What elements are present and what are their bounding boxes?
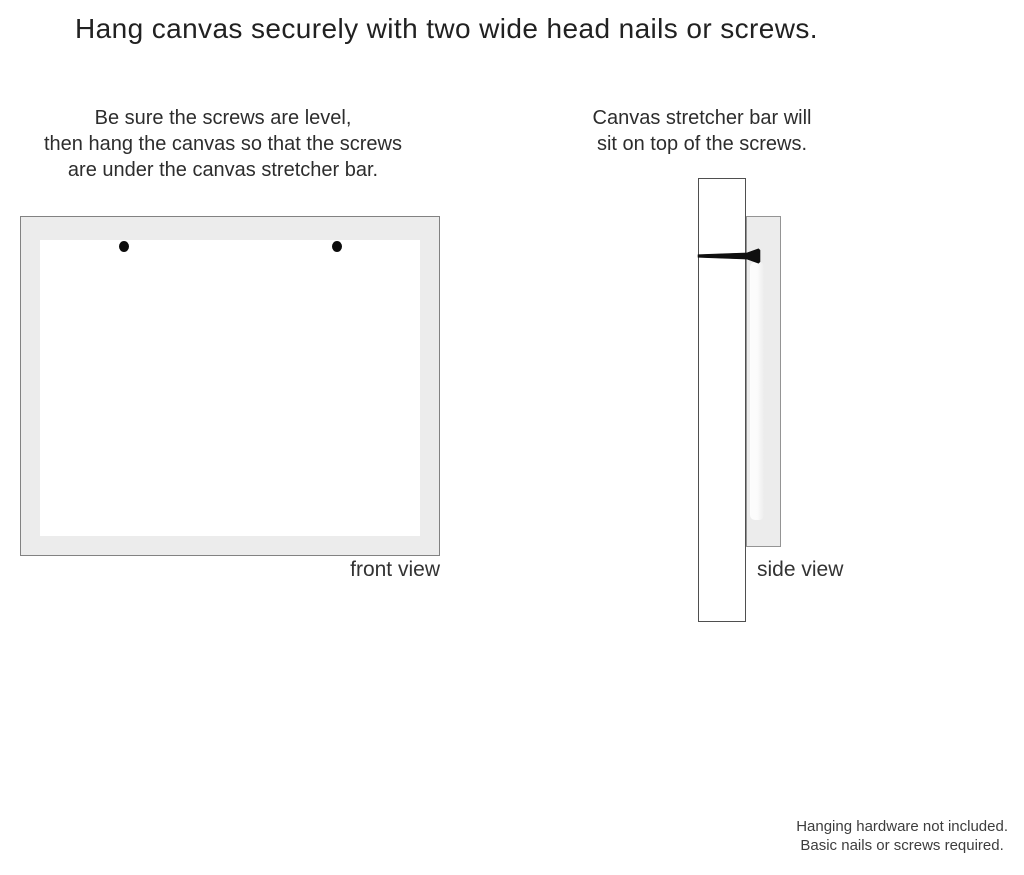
canvas-front-face <box>40 240 420 536</box>
canvas-front-frame <box>20 216 440 556</box>
screw-head-right-icon <box>332 241 342 252</box>
hardware-disclaimer-note: Hanging hardware not included. Basic nai… <box>796 818 1008 854</box>
screw-head-left-icon <box>119 241 129 252</box>
side-view-label: side view <box>757 558 844 581</box>
page-title: Hang canvas securely with two wide head … <box>75 13 818 44</box>
stretcher-bar-side <box>698 178 746 622</box>
front-view-label: front view <box>350 558 440 581</box>
nail-icon <box>697 248 761 264</box>
side-view-note: Canvas stretcher bar will sit on top of … <box>592 107 812 155</box>
canvas-side-profile <box>746 216 781 547</box>
canvas-side-highlight <box>750 262 764 520</box>
front-view-note: Be sure the screws are level, then hang … <box>44 107 402 181</box>
